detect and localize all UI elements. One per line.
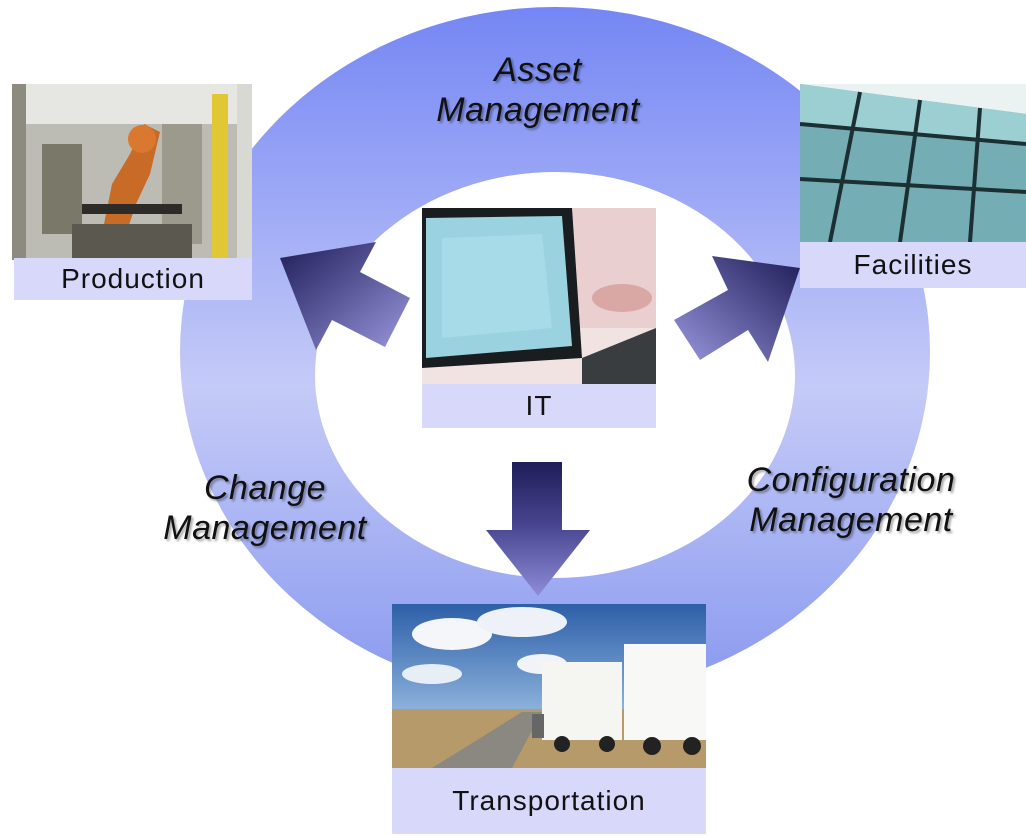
transportation-label: Transportation: [392, 768, 706, 834]
production-photo: [12, 84, 252, 260]
arrow-to-transportation: [486, 462, 590, 596]
it-photo: [422, 208, 656, 384]
arrow-to-facilities: [674, 256, 800, 362]
facilities-label: Facilities: [800, 242, 1026, 288]
transportation-photo: [392, 604, 706, 768]
facilities-photo: [800, 84, 1026, 242]
configuration-management-label: Configuration Management: [746, 461, 956, 539]
change-management-label: Change Management: [163, 469, 367, 547]
arrow-to-production: [280, 242, 410, 350]
it-label: IT: [422, 384, 656, 428]
production-label: Production: [14, 258, 252, 300]
asset-management-label: Asset Management: [436, 51, 640, 129]
